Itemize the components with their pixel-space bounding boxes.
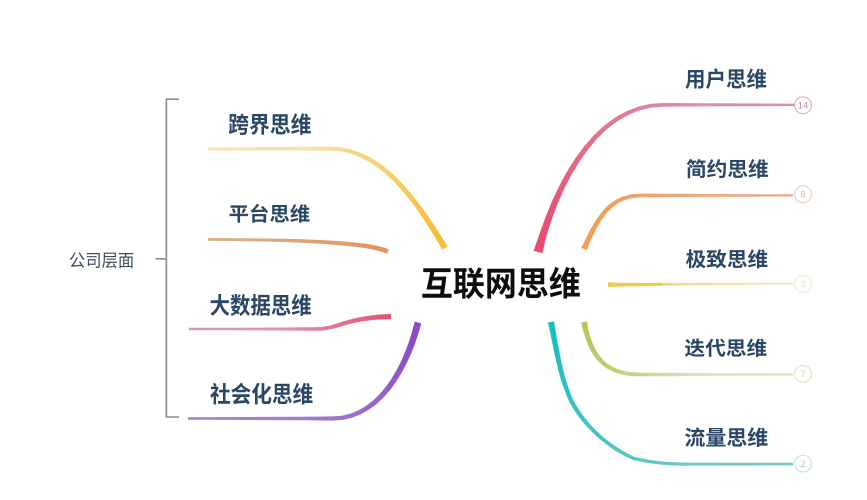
svg-text:8: 8 [800,190,805,201]
svg-text:3: 3 [800,279,805,290]
svg-text:7: 7 [800,369,805,380]
svg-text:2: 2 [800,459,805,470]
svg-text:14: 14 [798,101,809,112]
